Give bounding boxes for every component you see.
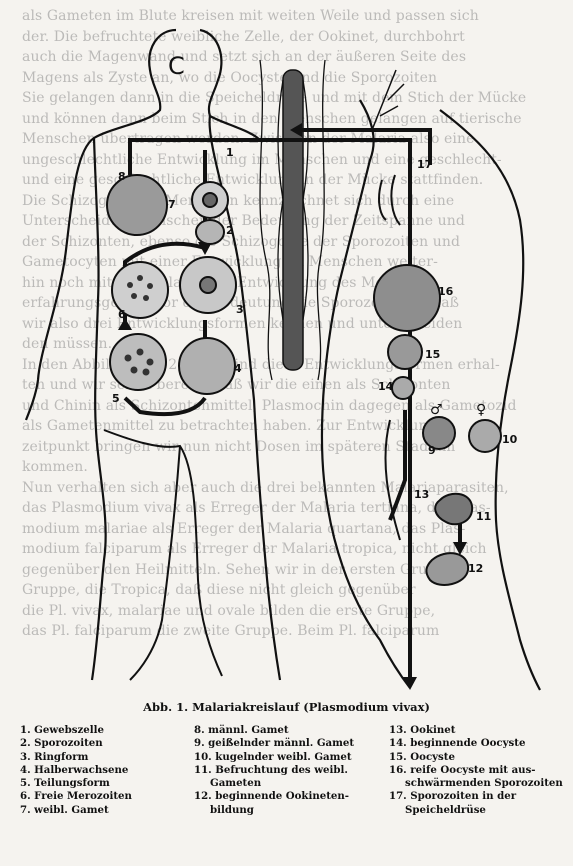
legend-item: 1. Gewebszelle	[20, 724, 132, 737]
mosquito-stomach-wall	[260, 60, 325, 380]
legend-item: 6. Freie Merozoiten	[20, 790, 132, 803]
stage-label-12: 12	[468, 562, 483, 575]
stage-label-2: 2	[226, 224, 234, 237]
legend-item: 2. Sporozoiten	[20, 737, 132, 750]
body-letter-c: C	[168, 52, 185, 80]
stage-label-15: 15	[425, 348, 440, 361]
stage-label-8: 8	[118, 170, 126, 183]
stage-label-16: 16	[438, 285, 454, 298]
female-symbol: ♀	[476, 402, 486, 418]
male-symbol: ♂	[430, 402, 443, 418]
stage-label-17: 17	[417, 158, 432, 171]
legend-item: schwärmenden Sporozoiten	[389, 777, 563, 790]
stage-label-13: 13	[414, 488, 429, 501]
legend-item: Gameten	[194, 777, 354, 790]
stage-label-5: 5	[112, 392, 120, 405]
stage-label-9: 9	[428, 444, 436, 457]
malaria-cycle-figure: C	[0, 0, 573, 695]
legend-item: 4. Halberwachsene	[20, 764, 132, 777]
legend-item: 3. Ringform	[20, 751, 132, 764]
legend-column-1: 1. Gewebszelle 2. Sporozoiten 3. Ringfor…	[20, 724, 132, 817]
legend-item: 8. männl. Gamet	[194, 724, 354, 737]
legend-item: 10. kugelnder weibl. Gamet	[194, 751, 354, 764]
human-legs-outline	[104, 430, 222, 680]
stage-label-4: 4	[234, 362, 242, 375]
legend-column-2: 8. männl. Gamet 9. geißelnder männl. Gam…	[194, 724, 354, 817]
legend-item: 16. reife Oocyste mit aus-	[389, 764, 563, 777]
legend-item: 12. beginnende Ookineten-	[194, 790, 354, 803]
legend-item: 7. weibl. Gamet	[20, 804, 132, 817]
legend-item: 17. Sporozoiten in der	[389, 790, 563, 803]
stage-label-14: 14	[378, 380, 394, 393]
mosquito-body-outline	[322, 100, 540, 690]
legend-item: Speicheldrüse	[389, 804, 563, 817]
legend-item: bildung	[194, 804, 354, 817]
stage-label-3: 3	[236, 303, 244, 316]
legend-item: 9. geißelnder männl. Gamet	[194, 737, 354, 750]
legend-item: 13. Ookinet	[389, 724, 563, 737]
stage-label-10: 10	[502, 433, 518, 446]
stage-label-1: 1	[226, 146, 234, 159]
stage-label-6: 6	[118, 308, 126, 321]
mosquito-antenna	[372, 70, 404, 130]
stage-label-11: 11	[476, 510, 491, 523]
legend-item: 15. Oocyste	[389, 751, 563, 764]
figure-caption: Abb. 1. Malariakreislauf (Plasmodium viv…	[0, 700, 573, 714]
legend-item: 5. Teilungsform	[20, 777, 132, 790]
legend-item: 11. Befruchtung des weibl.	[194, 764, 354, 777]
legend-column-3: 13. Ookinet 14. beginnende Oocyste 15. O…	[389, 724, 563, 817]
stage-label-7: 7	[168, 198, 176, 211]
legend-item: 14. beginnende Oocyste	[389, 737, 563, 750]
